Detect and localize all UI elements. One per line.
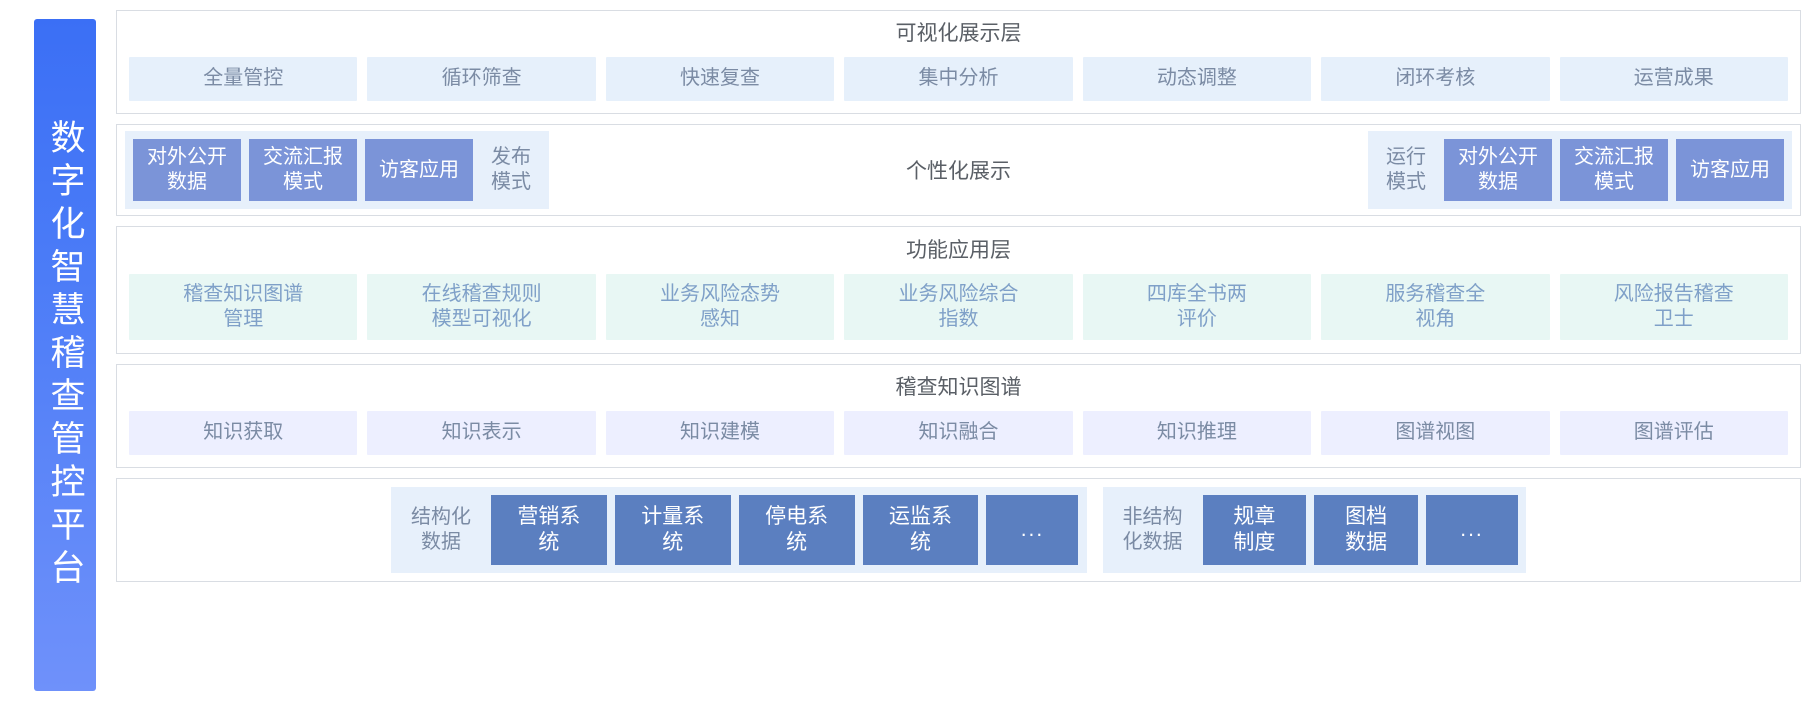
chip-knowledge-graph-0[interactable]: 知识获取 <box>129 410 358 455</box>
chip-visualization-1[interactable]: 循环筛查 <box>367 56 596 101</box>
data-box-regulations[interactable]: 规章制度 <box>1202 495 1307 565</box>
layer-knowledge-graph: 稽查知识图谱 知识获取 知识表示 知识建模 知识融合 知识推理 图谱视图 图谱评… <box>116 364 1801 468</box>
mode-box-public-data-left[interactable]: 对外公开 数据 <box>133 139 241 201</box>
chip-knowledge-graph-2[interactable]: 知识建模 <box>605 410 835 455</box>
chip-functional-4[interactable]: 四库全书两 评价 <box>1082 273 1312 340</box>
mode-label-publish: 发布 模式 <box>491 146 531 193</box>
mode-group-publish: 对外公开 数据 交流汇报 模式 访客应用 发布 模式 <box>125 131 549 209</box>
chip-knowledge-graph-4[interactable]: 知识推理 <box>1082 410 1312 455</box>
chip-visualization-3[interactable]: 集中分析 <box>844 56 1073 101</box>
platform-title-bar: 数字化智慧稽查管控平台 <box>34 19 96 691</box>
mode-box-public-data-right[interactable]: 对外公开 数据 <box>1444 139 1552 201</box>
chip-visualization-2[interactable]: 快速复查 <box>605 56 835 101</box>
data-label-unstructured: 非结构 化数据 <box>1122 506 1183 553</box>
mode-box-report-mode-left[interactable]: 交流汇报 模式 <box>249 139 357 201</box>
mode-box-report-mode-right[interactable]: 交流汇报 模式 <box>1560 139 1668 201</box>
layer-functional: 功能应用层 稽查知识图谱 管理 在线稽查规则 模型可视化 业务风险态势 感知 业… <box>116 226 1801 354</box>
data-box-structured-more[interactable]: ... <box>986 495 1079 565</box>
chip-functional-5[interactable]: 服务稽查全 视角 <box>1321 273 1550 340</box>
layer-visualization: 可视化展示层 全量管控 循环筛查 快速复查 集中分析 动态调整 闭环考核 运营成… <box>116 10 1801 114</box>
layer-functional-items: 稽查知识图谱 管理 在线稽查规则 模型可视化 业务风险态势 感知 业务风险综合 … <box>117 268 1800 352</box>
mode-label-run: 运行 模式 <box>1386 146 1426 193</box>
chip-functional-3[interactable]: 业务风险综合 指数 <box>844 273 1073 340</box>
layer-visualization-title: 可视化展示层 <box>895 22 1022 46</box>
data-box-drawing-archive[interactable]: 图档数据 <box>1314 495 1419 565</box>
data-group-unstructured: 非结构 化数据 规章制度 图档数据 ... <box>1102 487 1527 573</box>
data-box-marketing-system[interactable]: 营销系统 <box>490 495 607 565</box>
layer-knowledge-graph-items: 知识获取 知识表示 知识建模 知识融合 知识推理 图谱视图 图谱评估 <box>117 405 1800 467</box>
chip-visualization-0[interactable]: 全量管控 <box>129 56 358 101</box>
mode-group-run: 运行 模式 对外公开 数据 交流汇报 模式 访客应用 <box>1368 131 1792 209</box>
data-box-unstructured-more[interactable]: ... <box>1426 495 1519 565</box>
data-label-structured: 结构化 数据 <box>410 506 471 553</box>
layer-data-sources: 结构化 数据 营销系统 计量系统 停电系统 运监系统 ... 非结构 化数据 规… <box>116 478 1801 582</box>
data-group-structured: 结构化 数据 营销系统 计量系统 停电系统 运监系统 ... <box>390 487 1087 573</box>
mode-box-visitor-app-left[interactable]: 访客应用 <box>365 139 473 201</box>
layer-mode: 对外公开 数据 交流汇报 模式 访客应用 发布 模式 个性化展示 运行 模式 对… <box>116 124 1801 216</box>
chip-functional-6[interactable]: 风险报告稽查 卫士 <box>1559 273 1788 340</box>
chip-functional-0[interactable]: 稽查知识图谱 管理 <box>129 273 358 340</box>
data-box-outage-system[interactable]: 停电系统 <box>738 495 855 565</box>
chip-knowledge-graph-3[interactable]: 知识融合 <box>844 410 1073 455</box>
layer-stack: 可视化展示层 全量管控 循环筛查 快速复查 集中分析 动态调整 闭环考核 运营成… <box>116 10 1801 700</box>
chip-visualization-4[interactable]: 动态调整 <box>1082 56 1312 101</box>
mode-center-label: 个性化展示 <box>549 125 1368 215</box>
chip-functional-2[interactable]: 业务风险态势 感知 <box>605 273 835 340</box>
chip-visualization-5[interactable]: 闭环考核 <box>1321 56 1550 101</box>
chip-knowledge-graph-1[interactable]: 知识表示 <box>367 410 596 455</box>
chip-visualization-6[interactable]: 运营成果 <box>1559 56 1788 101</box>
mode-box-visitor-app-right[interactable]: 访客应用 <box>1676 139 1784 201</box>
data-group-divider <box>1086 479 1103 581</box>
chip-knowledge-graph-6[interactable]: 图谱评估 <box>1559 410 1788 455</box>
platform-title: 数字化智慧稽查管控平台 <box>45 118 85 592</box>
data-box-operations-monitor-system[interactable]: 运监系统 <box>862 495 979 565</box>
layer-knowledge-graph-title: 稽查知识图谱 <box>895 376 1022 400</box>
layer-visualization-items: 全量管控 循环筛查 快速复查 集中分析 动态调整 闭环考核 运营成果 <box>117 51 1800 113</box>
chip-functional-1[interactable]: 在线稽查规则 模型可视化 <box>367 273 596 340</box>
chip-knowledge-graph-5[interactable]: 图谱视图 <box>1321 410 1550 455</box>
data-box-metering-system[interactable]: 计量系统 <box>614 495 731 565</box>
layer-functional-title: 功能应用层 <box>906 239 1011 263</box>
